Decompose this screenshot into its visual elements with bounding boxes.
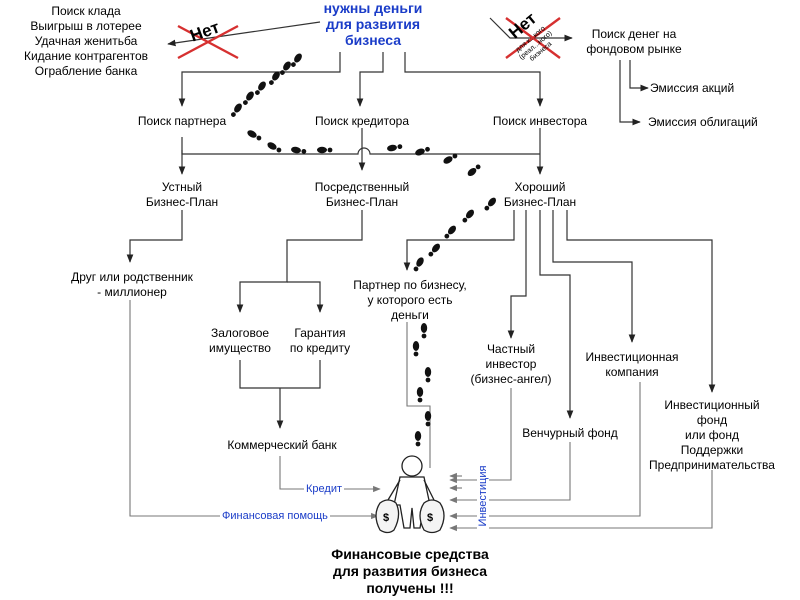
- investment-fund-line-3: или фонд: [685, 428, 739, 442]
- reason-robbery: Ограбление банка: [34, 64, 138, 78]
- search-creditor-node: Поиск кредитора: [314, 114, 410, 128]
- investment-label: Инвестиция: [477, 461, 489, 531]
- main-title: нужны деньги для развития бизнеса: [324, 0, 423, 48]
- return-partner: [406, 322, 431, 468]
- guarantee-line-2: по кредиту: [289, 341, 351, 355]
- person-with-bags: [375, 455, 445, 534]
- cross-bus: [181, 137, 540, 155]
- good-plan-node: Хороший Бизнес-План: [504, 180, 576, 210]
- mediocre-plan-line-2: Бизнес-План: [325, 195, 399, 209]
- arrow-friend: [126, 210, 183, 263]
- arrow-collateral: [236, 210, 363, 313]
- final-result: Финансовые средства для развития бизнеса…: [331, 546, 489, 597]
- final-line-3: получены !!!: [366, 580, 454, 596]
- arrow-to-reasons: [167, 21, 321, 47]
- investment-company-line-1: Инвестиционная: [585, 350, 679, 364]
- title-line-2: для развития: [325, 16, 421, 32]
- arrow-venture: [539, 210, 574, 419]
- bag-dollar-right: $: [427, 512, 434, 524]
- reason-cheating: Кидание контрагентов: [23, 49, 149, 63]
- arrow-invest-fund: [566, 210, 716, 393]
- search-partner-node: Поиск партнера: [137, 114, 227, 128]
- cross-right: [505, 17, 561, 59]
- mediocre-plan-node: Посредственный Бизнес-План: [315, 180, 409, 210]
- reason-treasure: Поиск клада: [51, 4, 121, 18]
- private-investor-line-3: (бизнес-ангел): [470, 372, 552, 386]
- friend-line-2: - миллионер: [97, 285, 167, 299]
- partner-money-line-1: Партнер по бизнесу,: [353, 278, 467, 292]
- investment-company-line-2: компания: [605, 365, 659, 379]
- reason-marriage: Удачная женитьба: [34, 34, 138, 48]
- cross-left: [177, 24, 239, 60]
- private-investor-line-2: инвестор: [485, 357, 537, 371]
- title-line-3: бизнеса: [344, 32, 402, 48]
- arrow-partner-money: [403, 210, 515, 271]
- credit-label: Кредит: [304, 482, 345, 497]
- search-investor-node: Поиск инвестора: [492, 114, 588, 128]
- bag-dollar-left: $: [383, 512, 390, 524]
- title-line-1: нужны деньги: [323, 0, 423, 16]
- oral-plan-node: Устный Бизнес-План: [146, 180, 218, 210]
- collateral-line-2: имущество: [209, 341, 271, 355]
- arrow-investor: [404, 52, 544, 107]
- investment-fund-line-1: Инвестиционный: [664, 398, 760, 412]
- bond-issue-node: Эмиссия облигаций: [648, 115, 758, 129]
- arrow-invest-company: [552, 210, 636, 343]
- reason-lottery: Выигрыш в лотерее: [30, 19, 142, 33]
- return-private: [449, 388, 512, 484]
- return-bank: [279, 456, 381, 493]
- good-plan-line-1: Хороший: [514, 180, 566, 194]
- investment-fund-node: Инвестиционный фонд или фонд Поддержки П…: [649, 398, 775, 473]
- oral-plan-line-1: Устный: [161, 180, 203, 194]
- reasons-list: Поиск клада Выигрыш в лотерее Удачная же…: [24, 4, 148, 79]
- arrow-partner: [178, 52, 341, 107]
- financial-help-label: Финансовая помощь: [220, 509, 330, 524]
- stock-market-node: Поиск денег на фондовом рынке: [586, 27, 681, 57]
- collateral-node: Залоговое имущество: [209, 326, 271, 356]
- share-issue-node: Эмиссия акций: [650, 81, 735, 95]
- stock-market-line-1: Поиск денег на: [591, 27, 677, 41]
- partner-money-node: Партнер по бизнесу, у которого есть день…: [353, 278, 467, 323]
- arrow-to-stock-market: [489, 17, 573, 42]
- final-line-2: для развития бизнеса: [332, 563, 488, 579]
- arrow-bank: [239, 360, 321, 428]
- private-investor-node: Частный инвестор (бизнес-ангел): [470, 342, 551, 387]
- stock-market-line-2: фондовом рынке: [586, 42, 682, 56]
- arrow-private-investor: [507, 210, 527, 339]
- investment-fund-line-4: Поддержки: [680, 443, 744, 457]
- footprints: [229, 52, 498, 447]
- guarantee-line-1: Гарантия: [294, 326, 346, 340]
- venture-fund-node: Венчурный фонд: [522, 426, 618, 440]
- partner-money-line-3: деньги: [391, 308, 429, 322]
- final-line-1: Финансовые средства: [331, 546, 489, 562]
- friend-line-1: Друг или родственник: [71, 270, 193, 284]
- arrow-bond-issue: [619, 60, 641, 126]
- private-investor-line-1: Частный: [486, 342, 536, 356]
- return-venture: [449, 442, 571, 504]
- arrow-creditor: [356, 52, 384, 107]
- investment-fund-line-2: фонд: [696, 413, 728, 427]
- oral-plan-line-2: Бизнес-План: [145, 195, 219, 209]
- guarantee-node: Гарантия по кредиту: [290, 326, 350, 356]
- investment-fund-line-5: Предпринимательства: [649, 458, 775, 472]
- arrow-share-issue: [629, 60, 649, 92]
- good-plan-line-2: Бизнес-План: [503, 195, 577, 209]
- return-fund: [449, 470, 713, 532]
- mediocre-plan-line-1: Посредственный: [314, 180, 410, 194]
- partner-money-line-2: у которого есть: [367, 293, 453, 307]
- collateral-line-1: Залоговое: [210, 326, 270, 340]
- commercial-bank-node: Коммерческий банк: [227, 438, 337, 452]
- arrow-guarantee: [287, 281, 324, 313]
- friend-node: Друг или родственник - миллионер: [71, 270, 193, 300]
- return-company: [449, 382, 641, 520]
- investment-company-node: Инвестиционная компания: [585, 350, 678, 380]
